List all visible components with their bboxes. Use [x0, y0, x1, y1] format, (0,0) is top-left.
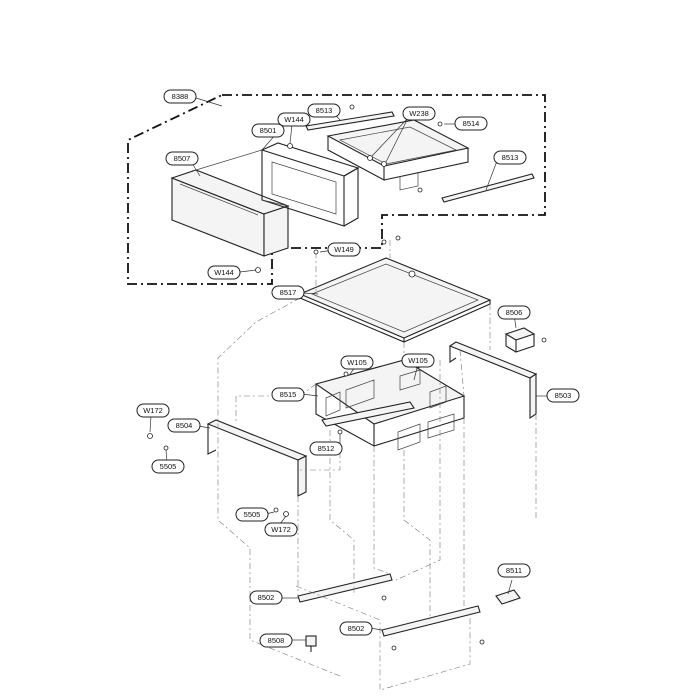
label-8502-lower-text: 8502	[348, 624, 365, 633]
label-8515: 8515	[271, 387, 305, 402]
bracket-8506	[504, 327, 536, 353]
subassembly-boundary	[127, 94, 546, 285]
rail-8502-upper	[297, 573, 393, 603]
base-frame-8515	[314, 359, 466, 451]
label-w149: W149	[327, 242, 361, 257]
label-w172-left-text: W172	[143, 406, 163, 415]
screw-w149-b	[395, 235, 401, 241]
label-5505-left: 5505	[151, 459, 185, 474]
label-5505-left-text: 5505	[160, 462, 177, 471]
label-w105-left-text: W105	[347, 358, 367, 367]
screw-5505-b	[273, 507, 279, 513]
screw-w172-b	[283, 511, 289, 517]
label-8506-text: 8506	[506, 308, 523, 317]
screw-8513-top	[349, 104, 355, 110]
screw-8514-a	[437, 121, 443, 127]
label-w144-top: W144	[277, 112, 311, 127]
label-8503-text: 8503	[555, 391, 572, 400]
label-8501: 8501	[251, 123, 285, 138]
label-8513-top-text: 8513	[316, 106, 333, 115]
guide-lines	[217, 240, 537, 691]
screw-w172-a	[147, 433, 153, 439]
screw-8502-a	[381, 595, 387, 601]
label-8502-upper: 8502	[249, 590, 283, 605]
label-w172-right: W172	[264, 522, 298, 537]
label-8512-text: 8512	[318, 444, 335, 453]
side-bracket-8503	[448, 341, 538, 420]
label-w172-right-text: W172	[271, 525, 291, 534]
label-8502-lower: 8502	[339, 621, 373, 636]
label-8512: 8512	[309, 441, 343, 456]
label-8515-text: 8515	[280, 390, 297, 399]
screw-8502-b	[391, 645, 397, 651]
label-8508-text: 8508	[268, 636, 285, 645]
screw-w149-a	[313, 249, 319, 255]
screw-8502-c	[479, 639, 485, 645]
label-8513-top: 8513	[307, 103, 341, 118]
label-8388: 8388	[163, 89, 197, 104]
drawer-body-8501	[195, 142, 360, 227]
label-8517: 8517	[271, 285, 305, 300]
screw-8512	[337, 429, 343, 435]
foot-8508	[305, 635, 317, 652]
label-8502-upper-text: 8502	[258, 593, 275, 602]
label-5505-right-text: 5505	[244, 510, 261, 519]
label-8507-text: 8507	[174, 154, 191, 163]
screw-w238-b	[381, 161, 387, 167]
label-8504-text: 8504	[176, 421, 193, 430]
label-8514: 8514	[454, 116, 488, 131]
label-w105-right: W105	[401, 353, 435, 368]
label-8507: 8507	[165, 151, 199, 166]
rail-8502-lower	[381, 605, 481, 637]
label-w238-text: W238	[409, 109, 429, 118]
label-w149-text: W149	[334, 245, 354, 254]
label-w144-bottom-text: W144	[214, 268, 234, 277]
label-w144-top-text: W144	[284, 115, 304, 124]
label-w144-bottom: W144	[207, 265, 241, 280]
screw-w144-top	[287, 143, 293, 149]
label-8513-right: 8513	[493, 150, 527, 165]
label-w172-left: W172	[136, 403, 170, 418]
label-8503: 8503	[546, 388, 580, 403]
label-8517-text: 8517	[280, 288, 297, 297]
top-plate-8517	[298, 257, 492, 343]
label-w238: W238	[402, 106, 436, 121]
drawer-front-8507	[170, 169, 290, 257]
screw-5505-a	[163, 445, 169, 451]
screw-8506	[541, 337, 547, 343]
clip-8511	[495, 589, 521, 605]
label-8508: 8508	[259, 633, 293, 648]
rail-8513-right	[441, 173, 535, 203]
label-8504: 8504	[167, 418, 201, 433]
label-8501-text: 8501	[260, 126, 277, 135]
drawer-tray-8514	[326, 119, 470, 191]
label-8513-right-text: 8513	[502, 153, 519, 162]
label-8514-text: 8514	[463, 119, 480, 128]
side-bracket-8504	[206, 419, 308, 497]
label-5505-right: 5505	[235, 507, 269, 522]
label-w105-left: W105	[340, 355, 374, 370]
label-8511: 8511	[497, 563, 531, 578]
label-8388-text: 8388	[172, 92, 189, 101]
screw-w238-a	[367, 155, 373, 161]
label-8506: 8506	[497, 305, 531, 320]
label-w105-right-text: W105	[408, 356, 428, 365]
screw-w144-bottom	[255, 267, 261, 273]
screws	[147, 104, 547, 651]
screw-8514-b	[417, 187, 423, 193]
rail-8513-top	[305, 111, 395, 131]
screw-w105-a	[343, 371, 349, 377]
bracket-8512	[321, 401, 415, 427]
label-8511-text: 8511	[506, 566, 522, 575]
screw-w149-c	[381, 239, 387, 245]
